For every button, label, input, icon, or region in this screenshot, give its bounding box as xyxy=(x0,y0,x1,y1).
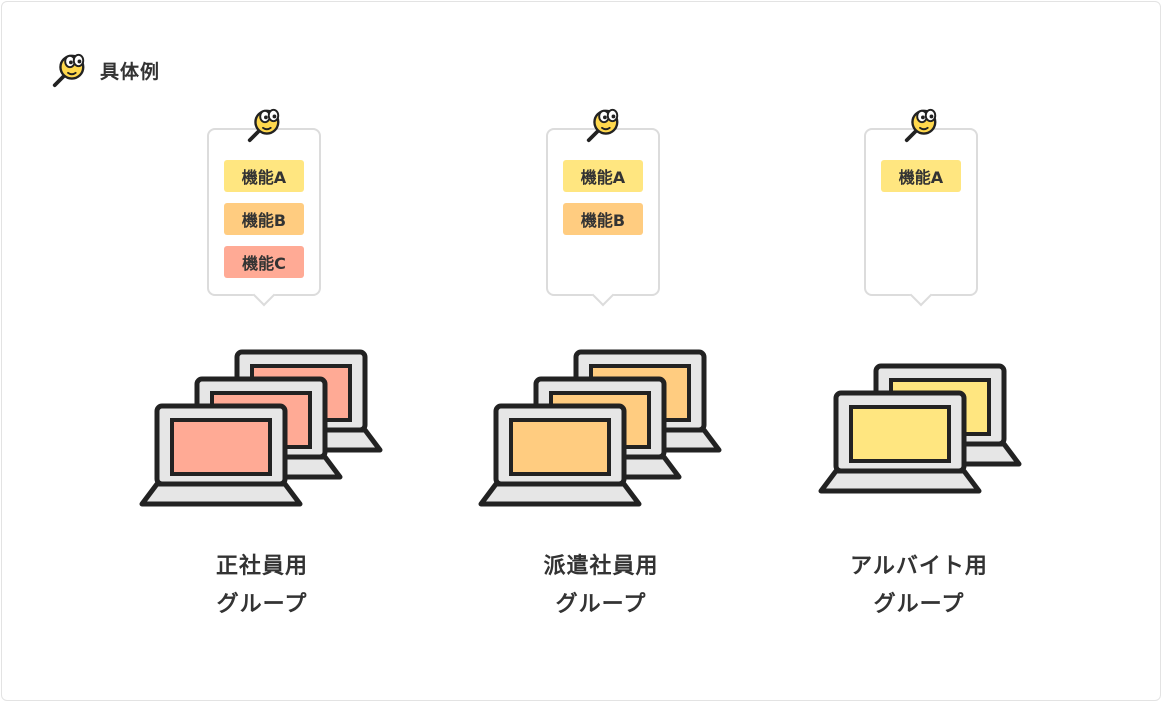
feature-list: 機能A xyxy=(881,160,961,192)
bubble-tail xyxy=(252,283,276,307)
laptop-stack xyxy=(478,349,722,507)
feature-chip-a: 機能A xyxy=(881,160,961,192)
feature-chip-b: 機能B xyxy=(224,203,304,235)
group-label-line2: グループ xyxy=(555,592,647,617)
group-label-line1: 派遣社員用 xyxy=(543,554,659,579)
feature-chip-a: 機能A xyxy=(224,160,304,192)
group-label-line2: グループ xyxy=(873,592,965,617)
group-label-line1: 正社員用 xyxy=(215,554,308,579)
header-title: 具体例 xyxy=(100,60,161,83)
header: 具体例 xyxy=(50,50,160,90)
group-label-line2: グループ xyxy=(216,592,308,617)
group-label-line1: アルバイト用 xyxy=(850,554,988,579)
feature-list: 機能A 機能B xyxy=(563,160,643,235)
laptop-icon xyxy=(478,403,642,507)
permission-bubble: 機能A 機能B xyxy=(546,108,660,307)
group-dispatch: 機能A 機能B 派遣社員用 グループ xyxy=(451,0,751,702)
feature-chip-b: 機能B xyxy=(563,203,643,235)
permission-bubble: 機能A xyxy=(864,108,978,307)
permission-bubble: 機能A 機能B 機能C xyxy=(207,108,321,307)
laptop-icon xyxy=(139,403,303,507)
feature-chip-a: 機能A xyxy=(563,160,643,192)
feature-list: 機能A 機能B 機能C xyxy=(224,160,304,278)
laptop-stack xyxy=(139,349,383,507)
laptop-icon xyxy=(818,390,982,494)
feature-chip-c: 機能C xyxy=(224,246,304,278)
group-label: 派遣社員用 グループ xyxy=(451,548,751,624)
group-label: 正社員用 グループ xyxy=(112,548,412,624)
bubble-tail xyxy=(591,283,615,307)
group-parttime: 機能A アルバイト用 グループ xyxy=(769,0,1069,702)
group-label: アルバイト用 グループ xyxy=(769,548,1069,624)
laptop-stack xyxy=(818,363,1022,494)
group-fulltime: 機能A 機能B 機能C 正社員用 グループ xyxy=(112,0,412,702)
bubble-tail xyxy=(909,283,933,307)
